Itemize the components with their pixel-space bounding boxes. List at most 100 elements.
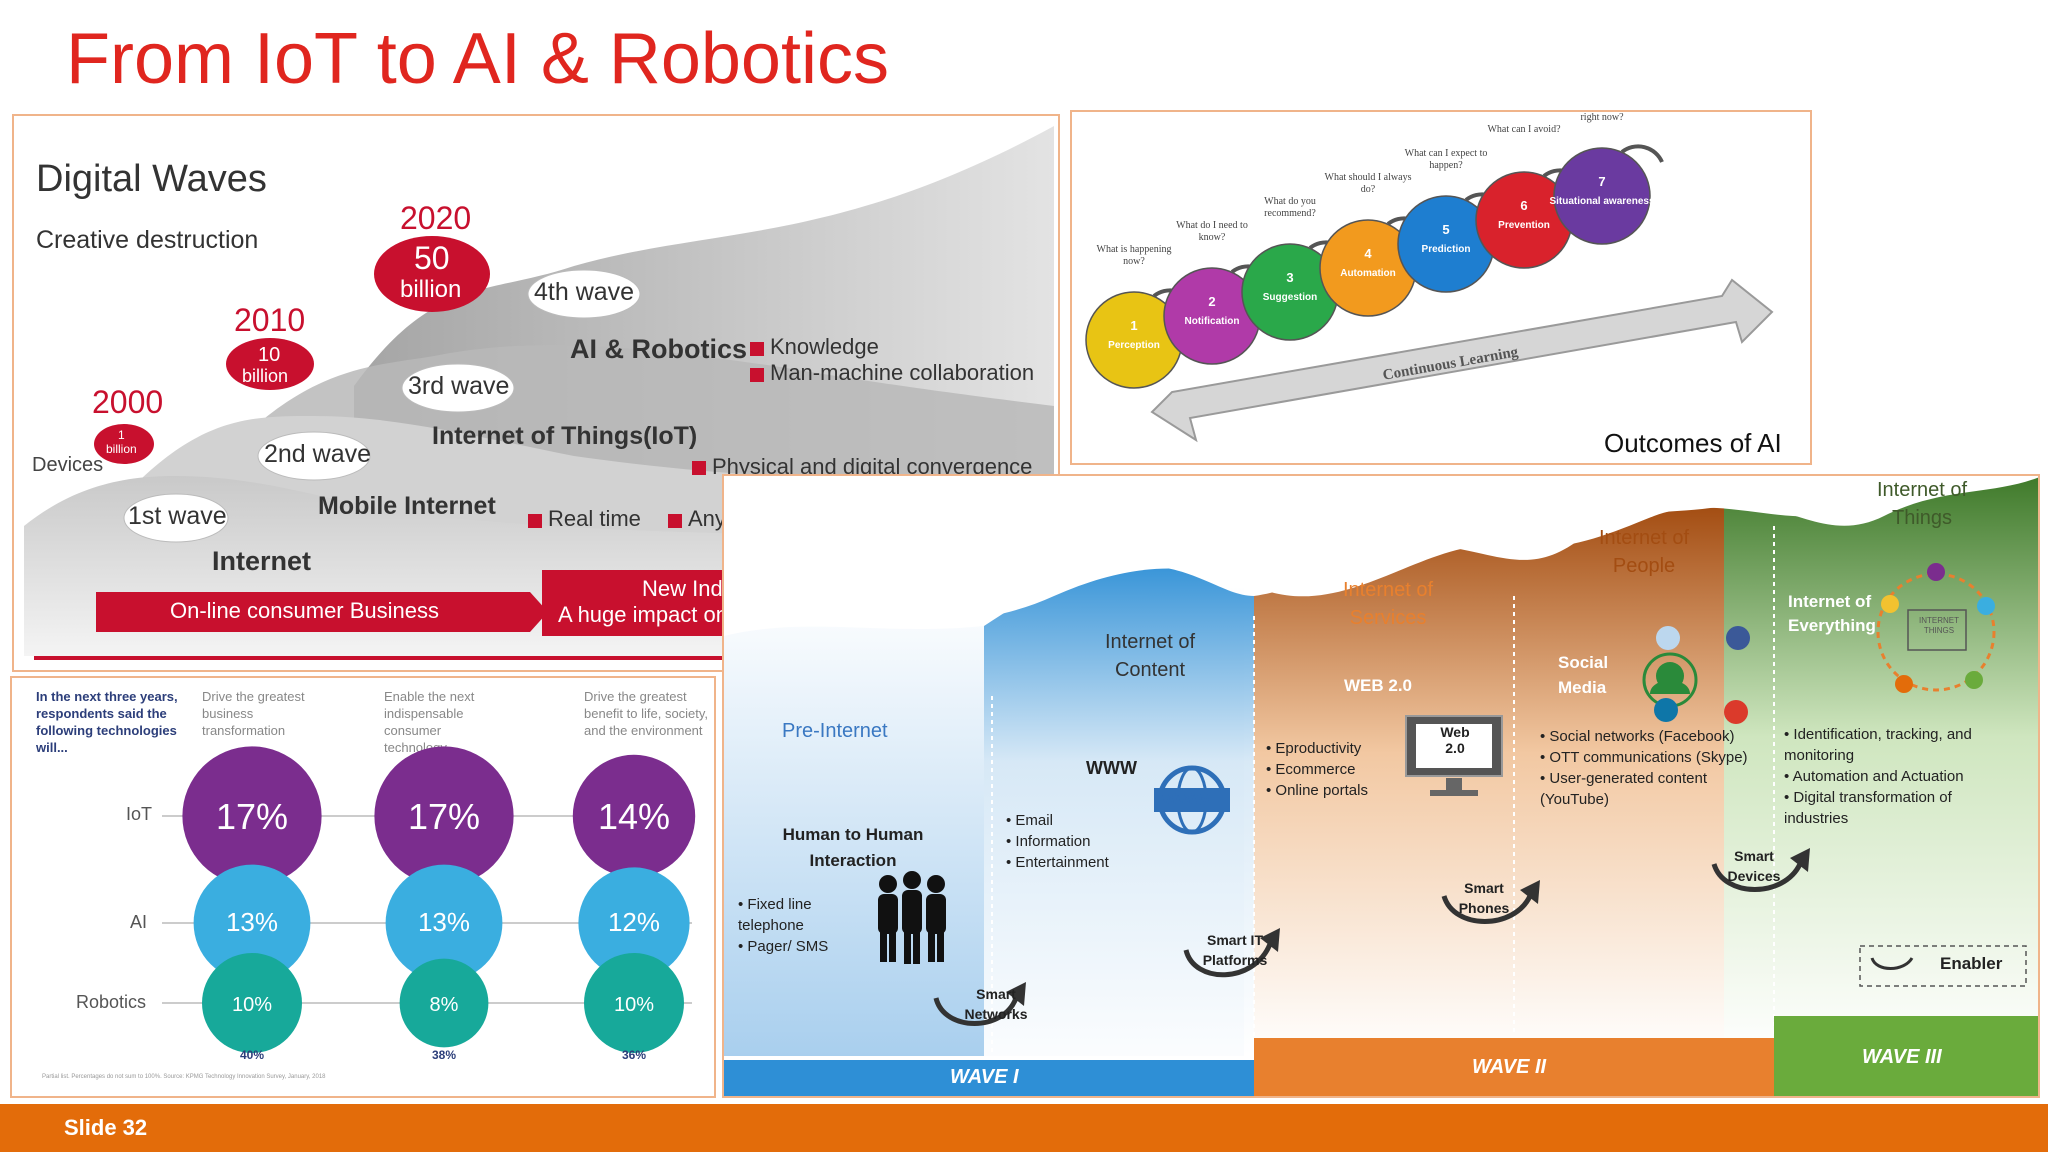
wave-3-label: WAVE III xyxy=(1862,1046,1942,1068)
band-internet-content xyxy=(984,566,1254,1056)
bullet-convergence xyxy=(692,461,706,475)
wave-2-bubble xyxy=(257,431,371,481)
survey-bubble-value: 13% xyxy=(418,907,470,937)
enabler-smart-devices: Smart Devices xyxy=(1727,848,1781,884)
list-item: • Identification, tracking, and monitori… xyxy=(1784,726,1972,764)
ai-step-circle xyxy=(1553,147,1651,245)
enabler-smart-networks: Smart Networks xyxy=(964,986,1028,1022)
ai-step-question: What is happening now? xyxy=(1096,244,1172,267)
survey-bubble-chart: 17%17%14%13%13%12%10%8%10% xyxy=(162,746,696,1053)
iot-hub-label: INTERNET THINGS xyxy=(1919,616,1959,635)
wave-4-name: AI & Robotics xyxy=(570,334,748,364)
feature-knowledge: Knowledge xyxy=(770,334,879,359)
web20-list: • Eproductivity • Ecommerce • Online porta… xyxy=(1266,738,1368,801)
twitter-icon xyxy=(1656,626,1680,650)
linkedin-icon xyxy=(1654,698,1678,722)
wave-2-bar xyxy=(1254,1038,1774,1096)
wave-3-label: 3rd wave xyxy=(408,372,510,400)
internet-evolution-graphic xyxy=(724,476,2038,1096)
ai-step-question: What should I always do? xyxy=(1324,172,1412,195)
bullet-anywhere xyxy=(668,514,682,528)
survey-bubble xyxy=(374,746,514,886)
year-2000-blob xyxy=(94,424,154,464)
survey-bubble xyxy=(399,958,489,1048)
enabler-smart-phones: Smart Phones xyxy=(1458,880,1510,916)
band-internet-services-people xyxy=(1254,506,1724,1056)
list-item: • Digital transformation of industries xyxy=(1784,789,1952,827)
slide-number: Slide 32 xyxy=(64,1115,148,1140)
enabler-arrows xyxy=(933,862,1803,1026)
www-globe-label: WWW xyxy=(1162,790,1211,809)
web20-monitor-icon xyxy=(1405,715,1503,796)
ai-step-question: What do I need To do right now? xyxy=(1580,112,1624,123)
survey-intro: In the next three years, respondents sai… xyxy=(36,689,178,755)
ai-step-number: 7 xyxy=(1598,174,1605,189)
year-2020-amount: 50 xyxy=(414,240,450,276)
top-swoosh xyxy=(724,476,2020,626)
year-2010-amount: 10 xyxy=(258,344,281,366)
bullet-collab xyxy=(750,368,764,382)
list-item: • Eproductivity xyxy=(1266,740,1362,757)
devices-label: Devices xyxy=(32,454,104,476)
enabler-legend-box xyxy=(1859,945,2027,987)
social-title: Social Media xyxy=(1558,653,1609,697)
year-2020-unit: billion xyxy=(400,276,462,303)
h2h-title: Human to Human Interaction xyxy=(782,825,924,870)
list-item: • Entertainment xyxy=(1006,854,1109,871)
row-label-iot: IoT xyxy=(126,804,153,824)
ai-step-number: 4 xyxy=(1364,246,1372,261)
survey-bubble-value: 14% xyxy=(598,796,670,837)
waves-subtitle: Creative destruction xyxy=(36,226,259,254)
ai-step-number: 5 xyxy=(1442,222,1449,237)
ai-step-circles: 1Perception2Notification3Suggestion4Auto… xyxy=(1085,144,1664,389)
enabler-legend-label: Enabler xyxy=(1940,954,2003,973)
survey-col-2-total: 38% xyxy=(432,1048,457,1062)
wave-1-bubble xyxy=(123,493,229,543)
list-item: • User-generated content (YouTube) xyxy=(1540,770,1708,808)
ai-step-question: What do I need to know? xyxy=(1176,220,1248,243)
banner-left-shape xyxy=(96,592,548,632)
ai-step-name: Notification xyxy=(1185,316,1240,327)
survey-bubble-value: 10% xyxy=(614,994,654,1016)
wave-3-name: Internet of Things(IoT) xyxy=(432,422,698,450)
internet-evolution-panel: Pre-Internet Internet of Content Interne… xyxy=(722,474,2040,1098)
www-globe-icon xyxy=(1154,765,1230,835)
ai-outcomes-caption: Outcomes of AI xyxy=(1604,428,1782,458)
list-item: • Online portals xyxy=(1266,782,1368,799)
footer-bar xyxy=(0,1104,2048,1152)
ai-step-number: 6 xyxy=(1520,198,1527,213)
survey-panel: In the next three years, respondents sai… xyxy=(10,676,716,1098)
ai-step-question: What can I expect to happen? xyxy=(1404,148,1488,171)
stage-internet-content: Internet of Content xyxy=(1104,631,1196,681)
stage-internet-people: Internet of People xyxy=(1598,527,1690,577)
survey-footnote: Partial list. Percentages do not sum to … xyxy=(42,1074,326,1080)
feature-realtime: Real time xyxy=(548,506,641,531)
survey-bubble-value: 13% xyxy=(226,907,278,937)
ai-step-question: What can I avoid? xyxy=(1487,124,1561,135)
survey-col-3-header: Drive the greatest benefit to life, soci… xyxy=(584,689,709,738)
bullet-knowledge xyxy=(750,342,764,356)
enabler-arrowheads xyxy=(1006,848,1810,1006)
survey-bubble xyxy=(584,953,684,1053)
list-item: • Pager/ SMS xyxy=(738,938,829,955)
enabler-legend-icon xyxy=(1870,957,1914,970)
list-item: • Email xyxy=(1006,812,1053,829)
stage-internet-things: Internet of Things xyxy=(1876,479,1968,529)
survey-bubble-value: 12% xyxy=(608,907,660,937)
list-item: • Ecommerce xyxy=(1266,761,1356,778)
ai-outcomes-graphic: 1Perception2Notification3Suggestion4Auto… xyxy=(1085,144,1774,443)
survey-bubble xyxy=(193,864,311,982)
survey-bubble xyxy=(572,754,696,878)
year-2000-amount: 1 xyxy=(118,428,125,442)
banner-left-text: On-line consumer Business xyxy=(170,598,440,623)
wave-1-bar xyxy=(724,1060,1254,1096)
ai-step-number: 1 xyxy=(1130,318,1137,333)
year-2010-blob xyxy=(226,338,314,390)
row-label-ai: AI xyxy=(130,912,148,932)
facebook-icon xyxy=(1726,626,1750,650)
web20-title: WEB 2.0 xyxy=(1344,676,1413,695)
survey-col-1-header: Drive the greatest business transformati… xyxy=(202,689,305,738)
survey-bubble xyxy=(385,864,503,982)
year-2000: 2000 xyxy=(92,384,164,420)
